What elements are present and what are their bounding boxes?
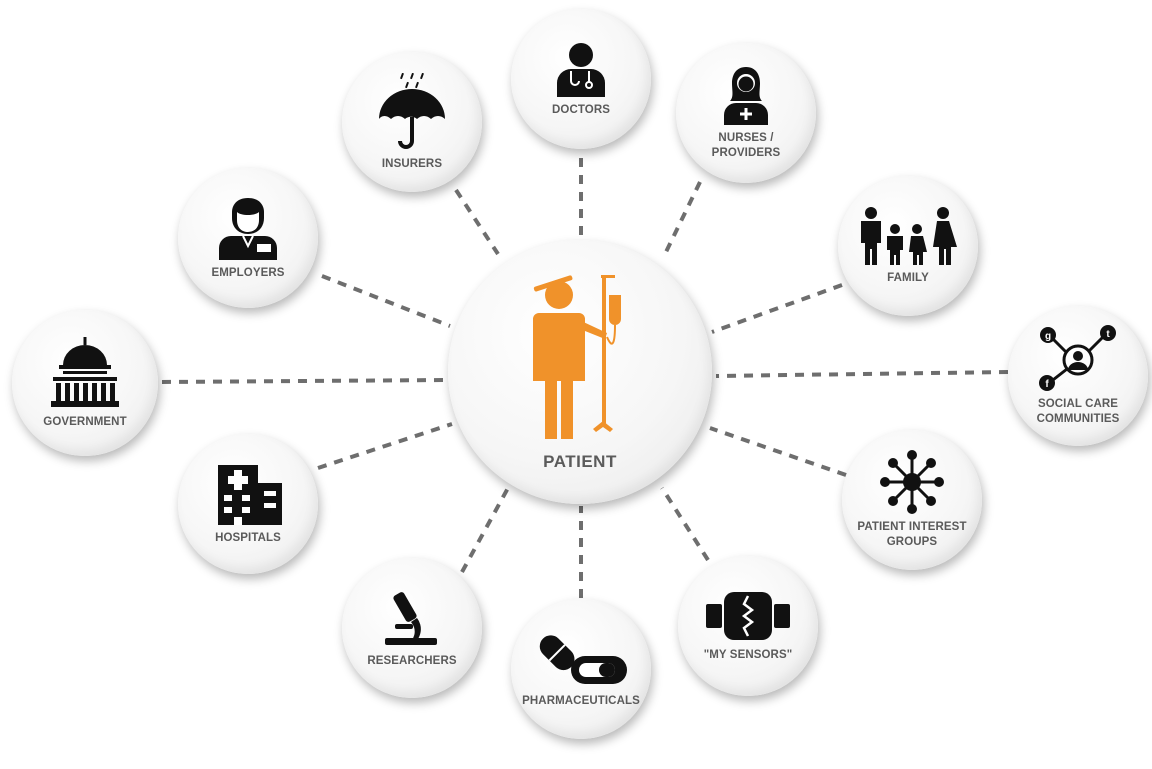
researchers-node: RESEARCHERS bbox=[342, 558, 482, 698]
employee-icon bbox=[217, 196, 279, 260]
umbrella-icon bbox=[377, 72, 447, 151]
family-node: FAMILY bbox=[838, 176, 978, 316]
patient-groups-label: PATIENT INTEREST GROUPS bbox=[857, 521, 967, 548]
researchers-label: RESEARCHERS bbox=[367, 654, 457, 667]
network-hub-icon bbox=[880, 450, 944, 515]
doctors-node: DOCTORS bbox=[511, 9, 651, 149]
doctors-label: DOCTORS bbox=[552, 103, 610, 116]
badge-f: f bbox=[1045, 379, 1049, 390]
capitol-icon bbox=[49, 336, 121, 409]
wearable-sensor-icon bbox=[704, 590, 792, 642]
social-node: g t f SOCIAL CARE COMMUNITIES bbox=[1008, 306, 1148, 446]
badge-t: t bbox=[1106, 329, 1110, 340]
hospitals-node: HOSPITALS bbox=[178, 434, 318, 574]
social-label: SOCIAL CARE COMMUNITIES bbox=[1036, 398, 1120, 425]
badge-g: g bbox=[1045, 331, 1051, 342]
pharma-node: PHARMACEUTICALS bbox=[511, 599, 651, 739]
pharma-label: PHARMACEUTICALS bbox=[522, 694, 640, 707]
link-researchers bbox=[460, 487, 510, 573]
link-hospitals bbox=[317, 422, 453, 470]
link-insurers bbox=[454, 188, 500, 256]
patient-label: PATIENT bbox=[543, 451, 617, 471]
patient-node: PATIENT bbox=[448, 240, 712, 504]
link-employers bbox=[321, 274, 451, 328]
link-social bbox=[715, 370, 1009, 378]
link-patient-groups bbox=[709, 426, 847, 477]
insurers-label: INSURERS bbox=[381, 157, 443, 170]
patient-iv-icon bbox=[515, 271, 645, 441]
employers-label: EMPLOYERS bbox=[211, 266, 285, 279]
link-government bbox=[161, 378, 447, 384]
link-nurses bbox=[664, 181, 702, 253]
social-network-icon: g t f bbox=[1037, 325, 1119, 392]
sensors-node: "MY SENSORS" bbox=[678, 556, 818, 696]
hospital-icon bbox=[214, 463, 282, 525]
family-label: FAMILY bbox=[887, 271, 929, 284]
nurse-icon bbox=[722, 65, 770, 126]
link-sensors bbox=[660, 486, 710, 562]
family-icon bbox=[857, 206, 959, 265]
microscope-icon bbox=[379, 588, 445, 648]
hospitals-label: HOSPITALS bbox=[215, 531, 281, 544]
employers-node: EMPLOYERS bbox=[178, 168, 318, 308]
pills-icon bbox=[533, 630, 629, 688]
patient-groups-node: PATIENT INTEREST GROUPS bbox=[842, 430, 982, 570]
nurses-label: NURSES / PROVIDERS bbox=[711, 132, 781, 159]
government-node: GOVERNMENT bbox=[12, 310, 158, 456]
sensors-label: "MY SENSORS" bbox=[703, 648, 793, 661]
doctor-icon bbox=[553, 41, 609, 97]
government-label: GOVERNMENT bbox=[43, 415, 127, 428]
nurses-node: NURSES / PROVIDERS bbox=[676, 43, 816, 183]
insurers-node: INSURERS bbox=[342, 52, 482, 192]
link-family bbox=[711, 283, 843, 334]
